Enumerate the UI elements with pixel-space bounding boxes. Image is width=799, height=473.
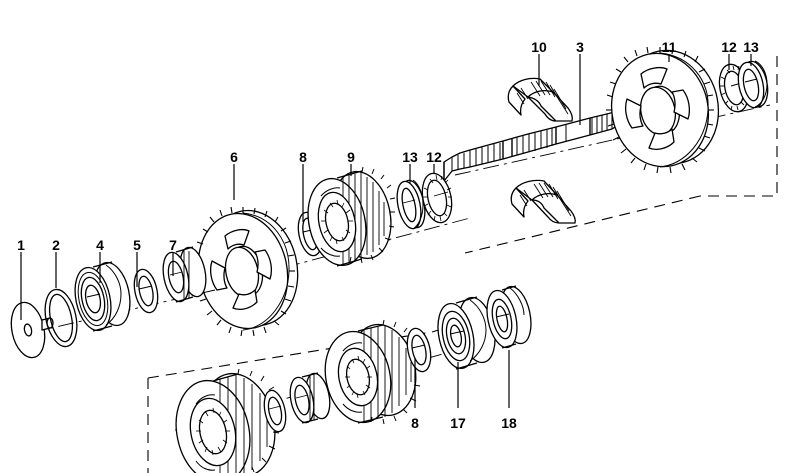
callout-number-3[interactable]: 3 [576, 39, 584, 55]
synchro-ring-middle [396, 179, 426, 230]
bottom-middle-gear [324, 319, 421, 425]
outer-bearing-race [486, 285, 532, 349]
needle-bearing-shell-upper [507, 77, 573, 122]
large-drive-gear [193, 206, 299, 337]
callout-number-12[interactable]: 12 [721, 39, 737, 55]
bottom-assembly-row [174, 285, 532, 473]
callout-number-8[interactable]: 8 [299, 149, 307, 165]
callout-number-18[interactable]: 18 [501, 415, 517, 431]
callout-number-2[interactable]: 2 [52, 237, 60, 253]
callout-leader-lines [20, 54, 752, 408]
ball-bearing [74, 261, 131, 332]
spacer-washer [133, 268, 159, 314]
callout-number-17[interactable]: 17 [450, 415, 466, 431]
left-assembly-row [10, 246, 216, 359]
callout-number-13[interactable]: 13 [743, 39, 759, 55]
callout-number-6[interactable]: 6 [230, 149, 238, 165]
bottom-washer-ring [263, 389, 287, 433]
spacer-sleeve [162, 246, 207, 303]
callout-number-8[interactable]: 8 [411, 415, 419, 431]
synchro-gear-assembly [307, 166, 396, 267]
thrust-washer-disc [10, 301, 54, 359]
synchro-hub-ring-middle [421, 172, 453, 224]
callout-number-13[interactable]: 13 [402, 149, 418, 165]
callout-number-12[interactable]: 12 [426, 149, 442, 165]
callout-number-9[interactable]: 9 [347, 149, 355, 165]
needle-bearing-shell-lower [510, 179, 576, 224]
gear-teeth-9 [349, 166, 396, 264]
spoked-gear [606, 46, 720, 174]
callout-number-1[interactable]: 1 [17, 237, 25, 253]
callout-number-11[interactable]: 11 [661, 39, 677, 55]
thrust-washer-ring-bottom [406, 327, 432, 373]
gear-teeth-6 [193, 206, 295, 337]
synchro-ring-top [737, 60, 769, 109]
bottom-spacer-sleeve [289, 372, 331, 424]
bottom-synchro-gear [175, 368, 280, 473]
retaining-ring [44, 288, 78, 348]
middle-assembly-row [193, 166, 471, 337]
callout-number-7[interactable]: 7 [169, 237, 177, 253]
roller-bearing [437, 296, 496, 370]
callout-number-5[interactable]: 5 [133, 237, 141, 253]
gear-teeth-11 [606, 46, 714, 174]
callout-number-4[interactable]: 4 [96, 237, 104, 253]
callout-number-10[interactable]: 10 [531, 39, 547, 55]
